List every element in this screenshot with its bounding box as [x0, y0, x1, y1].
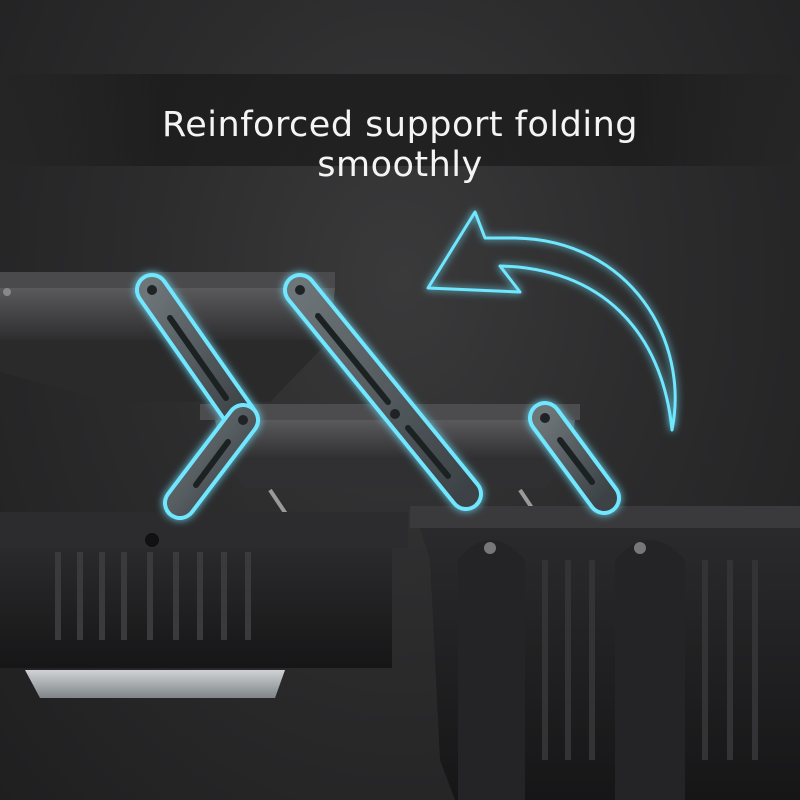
- clear-latch: [25, 670, 285, 698]
- headline-banner: [0, 74, 800, 166]
- curved-arrow-icon: [426, 210, 677, 432]
- headline-line-1: Reinforced support folding: [162, 105, 638, 146]
- headline: Reinforced support folding smoothly: [0, 105, 800, 185]
- headline-line-2: smoothly: [317, 145, 483, 186]
- upper-tray: [0, 272, 335, 402]
- arm-pivots: [147, 285, 550, 425]
- left-box-base: [0, 512, 408, 698]
- lower-tray: [200, 404, 580, 522]
- support-arms: [135, 273, 621, 520]
- right-box-base: [410, 506, 800, 800]
